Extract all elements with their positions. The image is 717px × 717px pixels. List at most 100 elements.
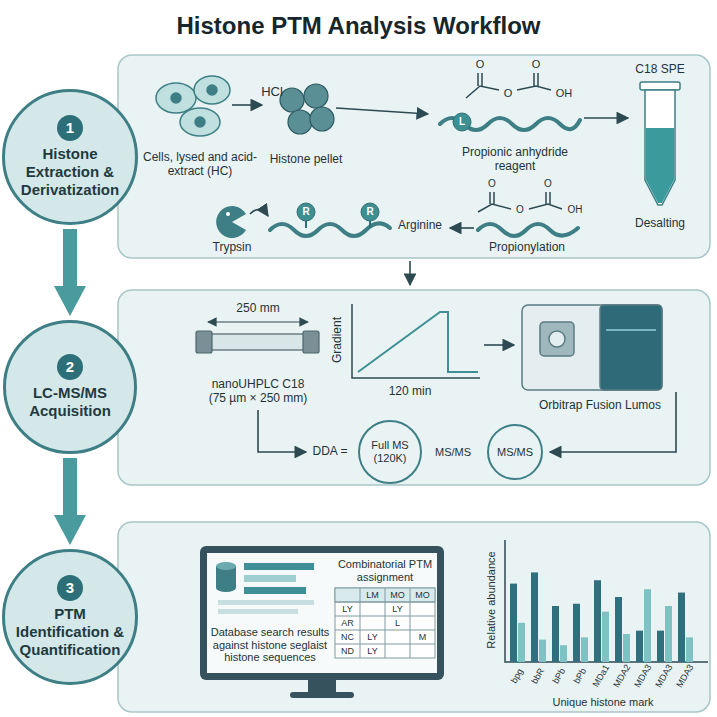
peptide-chain [270, 118, 580, 236]
tick-label: MDA3 [632, 663, 653, 690]
table-cell: ND [341, 646, 354, 656]
table-grid [410, 588, 411, 658]
flow-arrow [250, 209, 268, 216]
cell-icon [171, 93, 181, 103]
table-grid [385, 588, 386, 658]
table-grid [335, 630, 435, 631]
residue-dot [297, 113, 471, 228]
histone-pellet-icon [280, 84, 334, 134]
bar-chart [602, 612, 609, 662]
atom-label: OH [556, 87, 573, 100]
computer-monitor [308, 680, 336, 692]
table-cell: LY [392, 604, 402, 614]
scan-circle: Full MS (120K) [358, 420, 422, 484]
step-number: 1 [57, 115, 83, 141]
chemical-structure [529, 204, 562, 209]
step-title: Histone Extraction & Derivatization [12, 145, 128, 199]
computer-monitor [216, 584, 236, 592]
atom-label: O [544, 178, 552, 190]
bar-chart [623, 634, 630, 662]
mass-spectrometer [600, 305, 662, 390]
atom-label: O [476, 58, 485, 71]
table-grid [335, 616, 435, 617]
cell-icon [156, 83, 196, 113]
histone-pellet-icon [288, 110, 312, 134]
computer-monitor [218, 600, 314, 605]
flow-arrow [450, 227, 474, 229]
table-grid [360, 588, 361, 658]
table-grid [335, 644, 435, 645]
tick-label: MDa1 [591, 663, 612, 689]
hplc-column [196, 322, 319, 353]
spe-cartridge [645, 90, 675, 205]
atom-label: O [516, 204, 524, 216]
spe-cartridge [640, 82, 680, 90]
flow-arrow [584, 117, 628, 119]
bar-chart [644, 589, 651, 662]
label-text: C18 SPE [635, 63, 684, 77]
chemical-structure [517, 86, 551, 90]
gradient-chart [352, 304, 480, 378]
flow-arrow [258, 410, 306, 452]
computer-monitor [244, 563, 314, 570]
scan-circle: MS/MS [487, 424, 543, 480]
cell-icon [194, 76, 230, 104]
bar-chart [594, 580, 601, 662]
step-title: LC-MS/MS Acquisition [12, 384, 128, 420]
table-cell: MO [390, 590, 405, 600]
bar-chart [539, 640, 546, 662]
bar-chart [552, 606, 559, 662]
residue-letter: R [302, 206, 309, 218]
step-number: 3 [57, 575, 83, 601]
axis-title: Unique histone mark [553, 696, 654, 709]
bar-chart [581, 637, 588, 662]
computer-monitor [290, 692, 354, 698]
diagram-title: Histone PTM Analysis Workflow [0, 12, 717, 40]
peptide-chain [478, 224, 578, 236]
chemical-structure [478, 204, 511, 212]
table-cell: L [395, 618, 400, 628]
table-grid [335, 588, 435, 658]
label-text: Propionylation [489, 241, 565, 255]
bar-chart [686, 637, 693, 662]
flow-arrow [484, 344, 514, 346]
computer-monitor [244, 587, 306, 594]
residue-letter: L [459, 116, 465, 128]
label-text: Orbitrap Fusion Lumos [539, 399, 661, 413]
residue-dot [453, 113, 471, 131]
bar-chart [657, 631, 664, 662]
scan-label: MS/MS [497, 446, 533, 459]
chemical-structure [546, 192, 550, 204]
mass-spectrometer [522, 305, 662, 390]
atom-label: O [504, 87, 513, 100]
flow-arrow [63, 458, 77, 515]
label-text: Database search results against histone … [210, 626, 330, 664]
hplc-column [303, 331, 319, 353]
mass-spectrometer [522, 305, 662, 390]
chemical-structure [490, 192, 494, 204]
hplc-column [196, 331, 212, 353]
cell-icon [207, 85, 217, 95]
label-text: Trypsin [213, 241, 252, 255]
mass-spectrometer [606, 329, 656, 331]
table-cell: LM [366, 590, 379, 600]
panel [118, 290, 710, 485]
panel [118, 522, 710, 712]
panel [118, 55, 710, 258]
mass-spectrometer [540, 322, 574, 356]
table-cell: MO [415, 590, 430, 600]
tick-label: MDA2 [611, 663, 632, 690]
trypsin-icon [216, 206, 246, 238]
bar-chart [505, 540, 708, 662]
atom-label: OH [568, 204, 583, 216]
label-text: Propionic anhydride reagent [445, 146, 585, 174]
spe-cartridge [640, 82, 680, 205]
label-text: Cells, lysed and acid-extract (HC) [125, 151, 275, 179]
panel [118, 55, 710, 712]
table-cell: LY [367, 632, 377, 642]
label-text: Desalting [635, 217, 685, 231]
chemical-structure [466, 86, 499, 98]
label-text: Combinatorial PTM assignment [330, 558, 440, 583]
label-text: 120 min [389, 385, 432, 399]
table-grid [335, 588, 435, 658]
